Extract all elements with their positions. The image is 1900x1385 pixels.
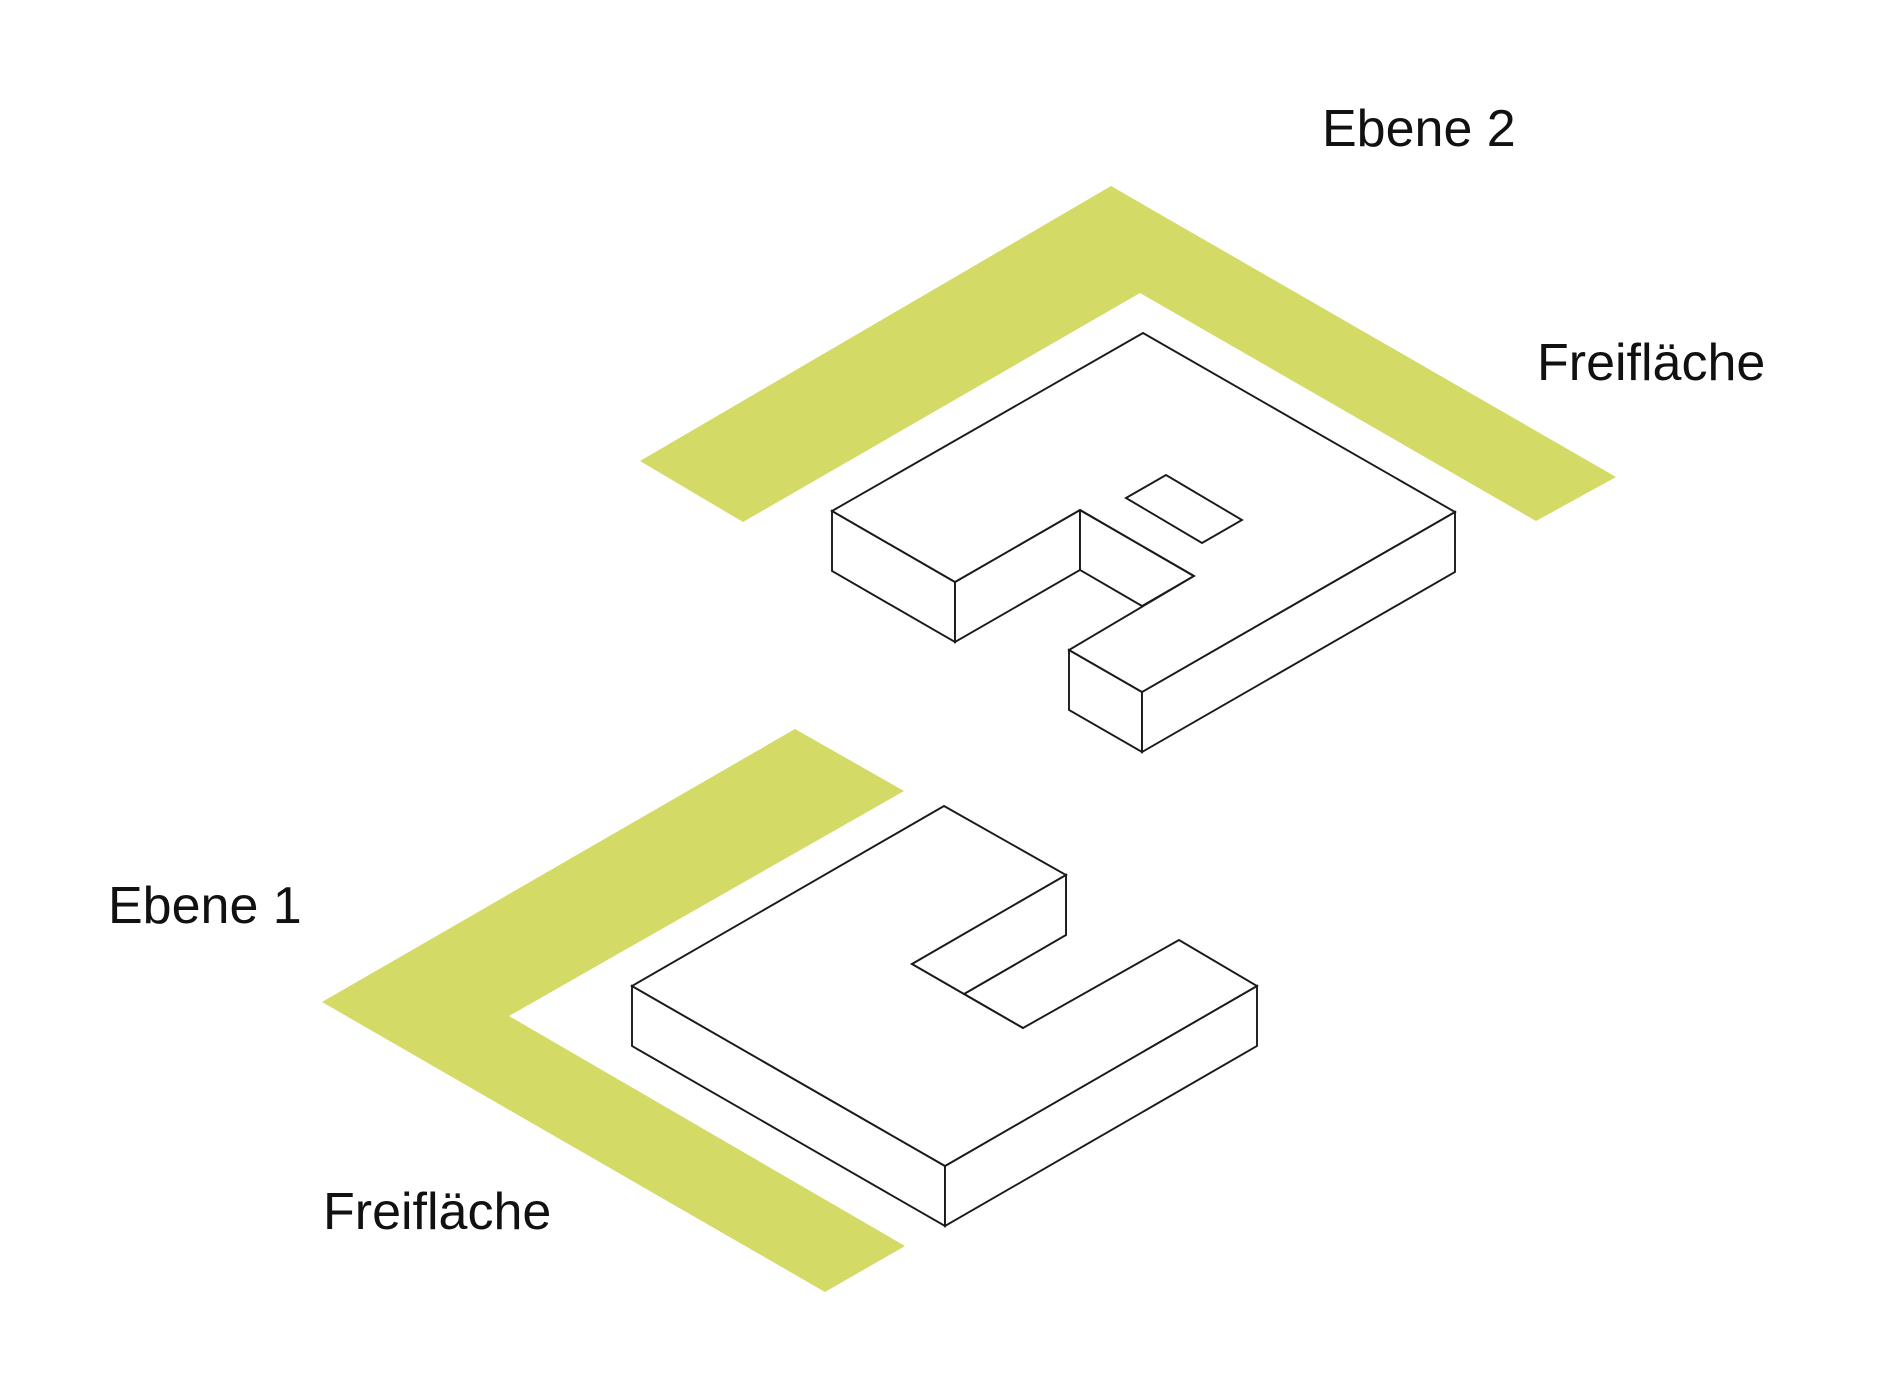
level-2-group: Ebene 2 Freifläche bbox=[640, 100, 1765, 754]
label-open-space-level-2: Freifläche bbox=[1537, 334, 1765, 392]
label-level-1: Ebene 1 bbox=[108, 877, 302, 935]
label-open-space-level-1: Freifläche bbox=[323, 1183, 551, 1241]
level-1-notch-edge bbox=[963, 993, 1024, 1029]
level-1-group: Ebene 1 Freifläche bbox=[108, 729, 1259, 1292]
label-level-2: Ebene 2 bbox=[1322, 100, 1516, 158]
open-space-band-level-2 bbox=[640, 186, 1616, 522]
building-level-2 bbox=[830, 331, 1457, 754]
building-level-1 bbox=[630, 804, 1259, 1228]
open-space-band-level-1 bbox=[322, 729, 905, 1292]
level-2-skylight bbox=[1124, 473, 1244, 545]
level-2-courtyard-edge bbox=[1079, 509, 1195, 577]
